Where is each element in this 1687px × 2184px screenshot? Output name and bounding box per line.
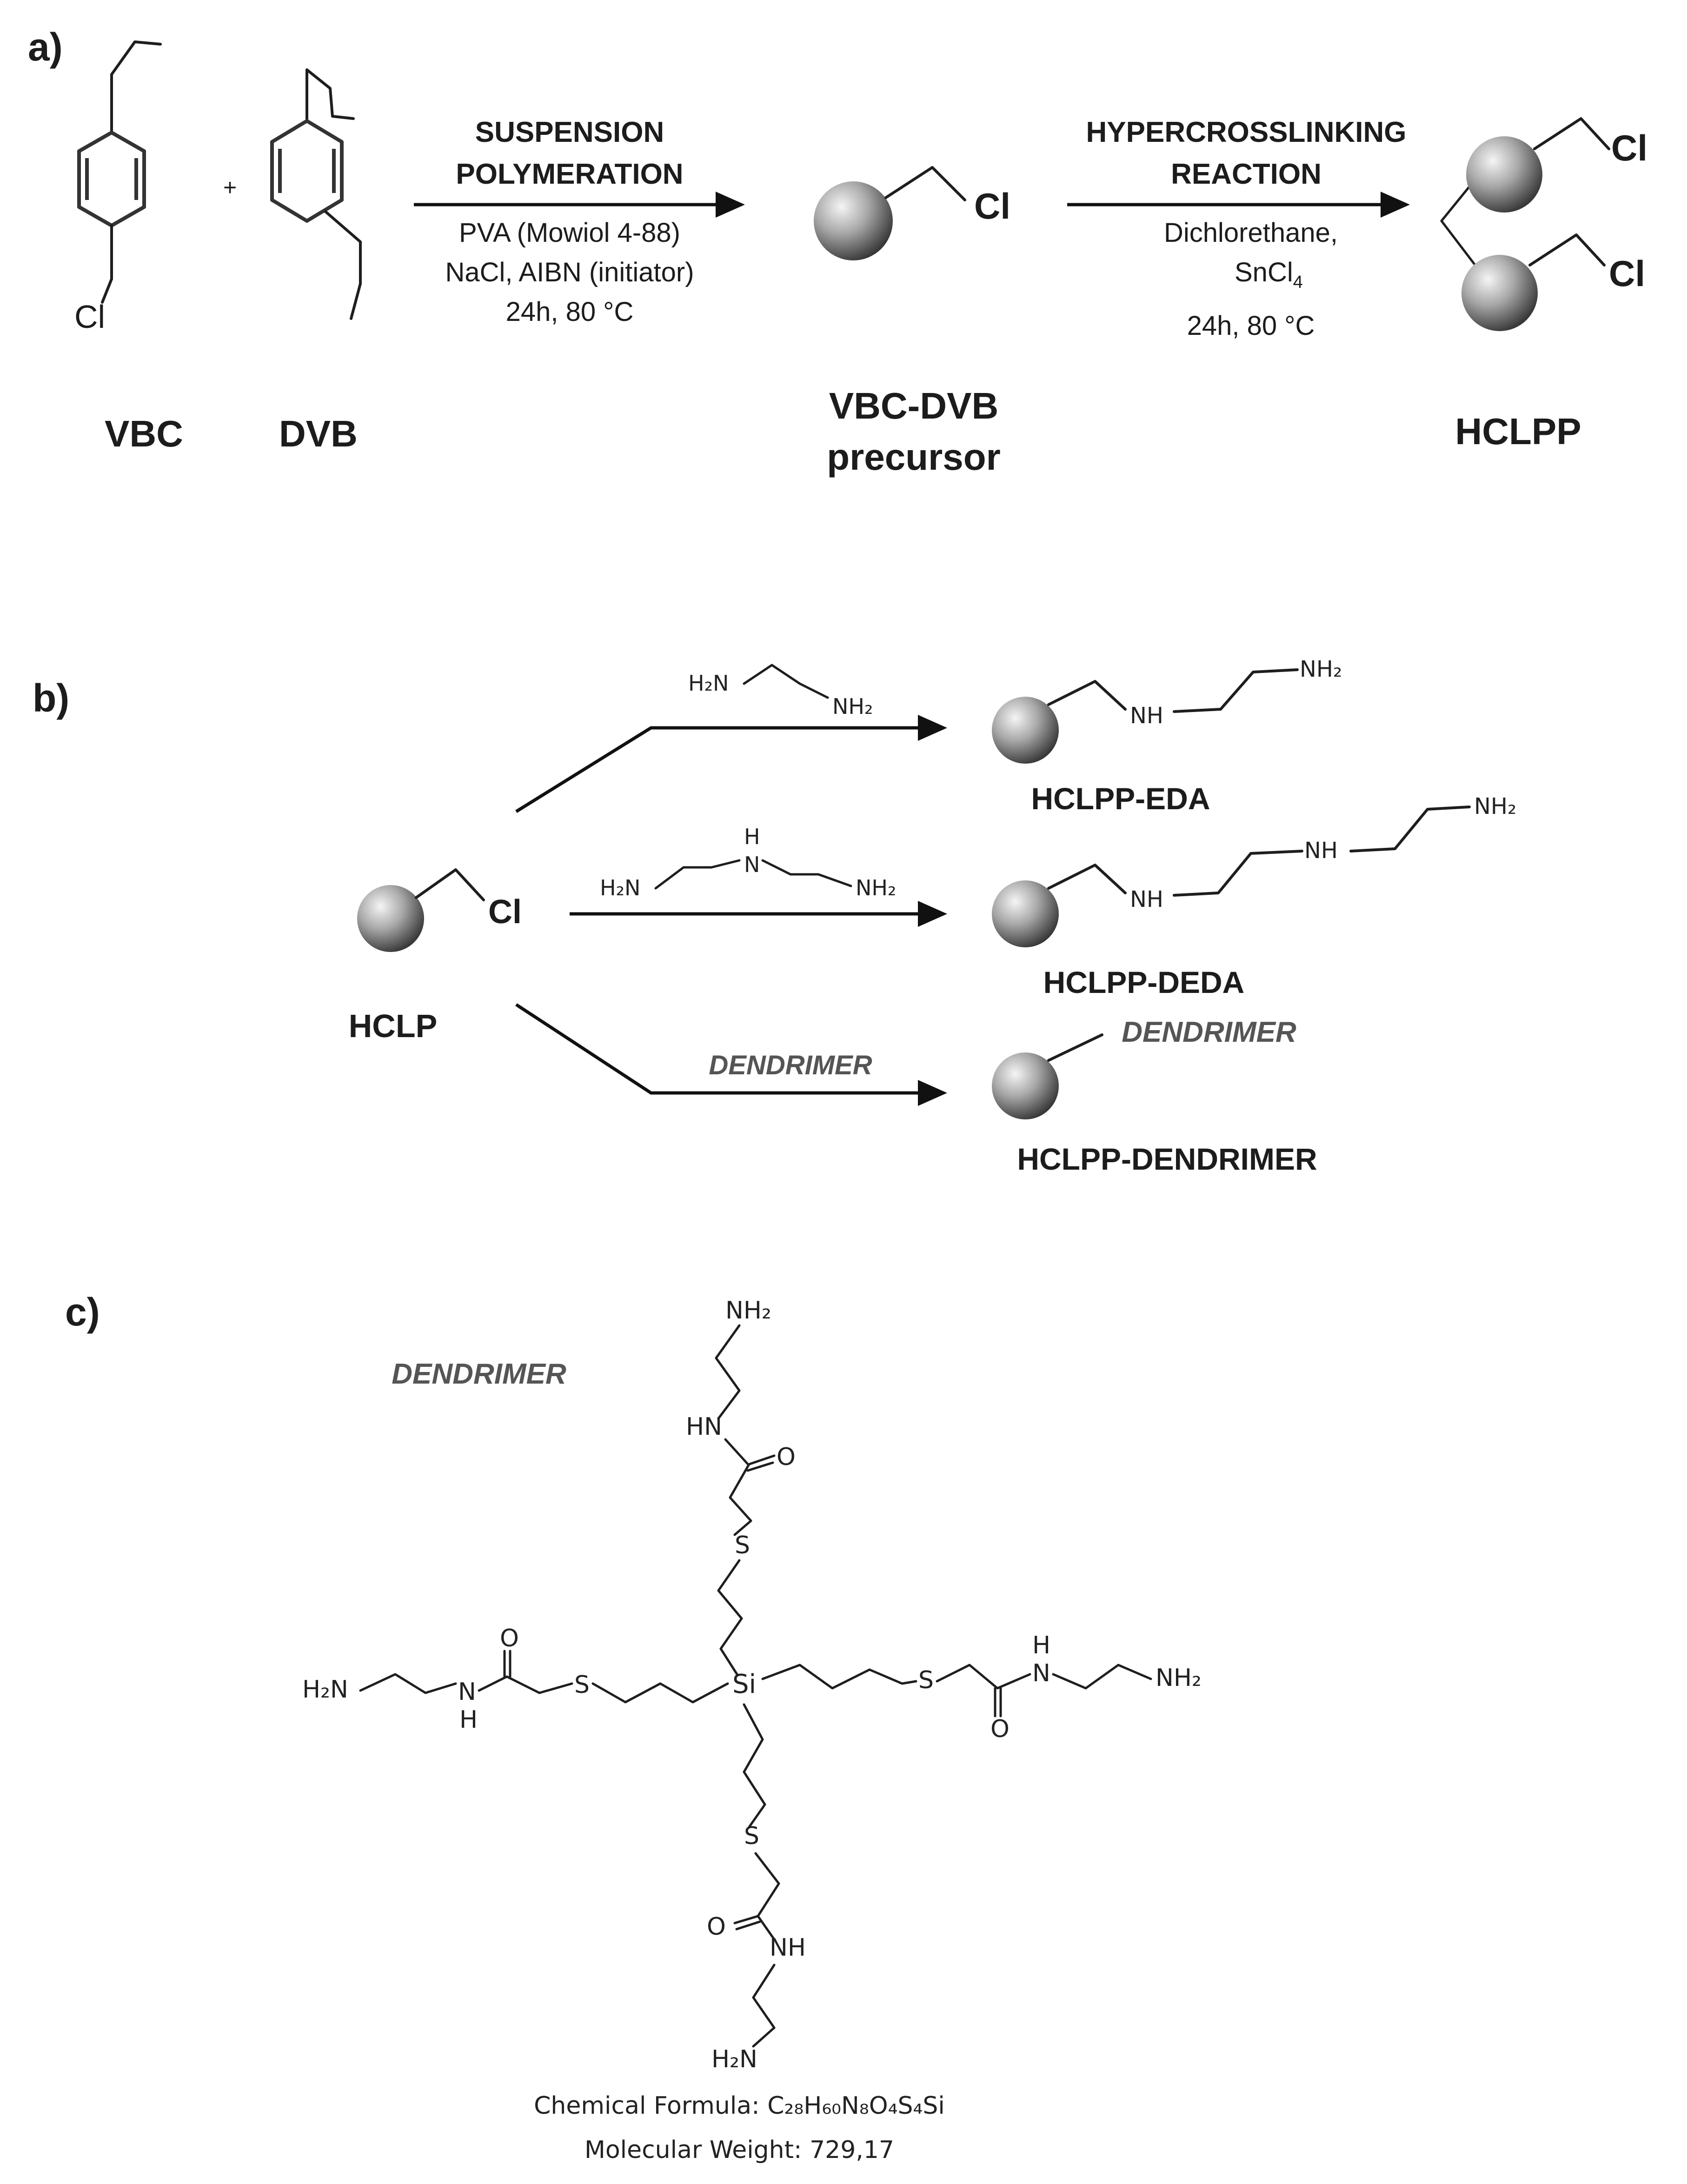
left-h: H (459, 1706, 478, 1734)
bottom-s: S (744, 1822, 759, 1850)
hclpp-cl-top: Cl (1611, 127, 1647, 168)
dvb-label: DVB (279, 413, 358, 454)
eda-reagent-nh2: NH₂ (832, 694, 873, 719)
panel-b-label: b) (33, 676, 69, 720)
dendrimer-label: HCLPP-DENDRIMER (1017, 1142, 1317, 1176)
bottom-h2n: H₂N (711, 2045, 757, 2073)
deda-product-bead (992, 880, 1059, 947)
dvb-structure (270, 68, 362, 320)
deda-reagent-nh2: NH₂ (856, 875, 896, 900)
hclp-linker (415, 868, 485, 901)
dendrimer-reagent: DENDRIMER (709, 1050, 872, 1080)
precursor-bead (814, 181, 893, 260)
top-s: S (735, 1531, 750, 1559)
vbc-structure (77, 40, 162, 304)
panel-c-label: c) (65, 1290, 100, 1334)
left-s: S (574, 1671, 590, 1699)
eda-reagent-chain (743, 664, 829, 699)
precursor-cl: Cl (974, 186, 1010, 226)
deda-product-nh-1: NH (1130, 886, 1163, 912)
eda-product-nh: NH (1130, 703, 1163, 729)
step1-condition-1: PVA (Mowiol 4-88) (459, 218, 680, 248)
hclpp-bead-top (1466, 136, 1542, 213)
eda-product-chain-b (1173, 668, 1299, 713)
eda-product-chain-a (1047, 680, 1127, 711)
hclp-cl: Cl (488, 893, 522, 931)
deda-product-chain-a (1047, 864, 1127, 894)
hclpp-crosslink (1440, 182, 1473, 222)
left-h2n: H₂N (302, 1676, 348, 1704)
step2-title-line1: HYPERCROSSLINKING (1086, 116, 1407, 148)
right-s: S (918, 1666, 934, 1694)
deda-reagent-chain-left (654, 859, 741, 890)
vbc-label: VBC (105, 413, 183, 454)
molecular-weight: Molecular Weight: 729,17 (584, 2136, 894, 2164)
vbc-cl: Cl (74, 299, 105, 335)
precursor-label-line2: precursor (827, 436, 1000, 478)
hclpp-linker-top (1533, 117, 1610, 150)
step2-condition-2: SnCl4 (1235, 257, 1303, 292)
deda-label: HCLPP-DEDA (1043, 965, 1245, 999)
hclp-label: HCLP (349, 1008, 438, 1044)
step1-condition-3: 24h, 80 °C (506, 297, 634, 327)
step1-condition-2: NaCl, AIBN (initiator) (445, 257, 694, 287)
deda-product-chain-b (1173, 850, 1303, 897)
plus-sign: + (223, 174, 237, 200)
bottom-nh: NH (770, 1934, 806, 1962)
deda-reagent-h2n: H₂N (600, 875, 640, 900)
top-hn: HN (686, 1413, 722, 1441)
deda-product-nh-2: NH (1304, 838, 1338, 864)
hclpp-label: HCLPP (1455, 411, 1581, 452)
deda-reagent-h: H (744, 824, 760, 849)
precursor-label-line1: VBC-DVB (829, 385, 998, 426)
step1-title-line1: SUSPENSION (475, 116, 664, 148)
eda-product-bead (992, 697, 1059, 764)
right-h: H (1032, 1631, 1050, 1659)
right-o: O (990, 1715, 1010, 1743)
dendrimer-product-linker (1047, 1033, 1103, 1062)
step2-condition-3: 24h, 80 °C (1187, 311, 1315, 341)
chemical-formula: Chemical Formula: C₂₈H₆₀N₈O₄S₄Si (534, 2092, 945, 2120)
dendrimer-product-text: DENDRIMER (1122, 1016, 1296, 1048)
bottom-o: O (707, 1913, 726, 1941)
hclp-bead (357, 885, 424, 952)
right-n: N (1032, 1659, 1050, 1687)
precursor-linker (884, 166, 966, 201)
right-nh2: NH₂ (1156, 1664, 1202, 1692)
deda-product-chain-c (1349, 806, 1471, 852)
left-o: O (500, 1625, 519, 1652)
deda-product-nh2-end: NH₂ (1474, 793, 1516, 819)
left-n: N (458, 1678, 476, 1706)
top-nh2: NH₂ (725, 1297, 771, 1325)
hclpp-cl-bottom: Cl (1609, 253, 1645, 294)
dendrimer-structure: Si NH₂ HN O S S O H N NH₂ H₂N N H O S (302, 1297, 1202, 2073)
step2-title-line2: REACTION (1171, 158, 1322, 190)
arrow-dendrimer (515, 1003, 947, 1106)
dendrimer-title: DENDRIMER (392, 1358, 566, 1390)
top-o: O (777, 1443, 796, 1471)
dendrimer-product-bead (992, 1052, 1059, 1119)
eda-product-nh2: NH₂ (1300, 656, 1342, 682)
deda-reagent-n: N (744, 852, 760, 877)
hclpp-bead-bottom (1461, 255, 1538, 331)
eda-label: HCLPP-EDA (1031, 781, 1210, 816)
arrow-eda (515, 715, 947, 813)
hclpp-linker-bottom (1528, 233, 1606, 266)
deda-reagent-chain-right (761, 859, 852, 887)
step2-condition-1: Dichlorethane, (1164, 218, 1338, 248)
step1-title-line2: POLYMERATION (456, 158, 683, 190)
eda-reagent-h2n: H₂N (688, 671, 729, 696)
hclpp-crosslink-2 (1440, 220, 1480, 271)
panel-a-label: a) (28, 25, 63, 69)
